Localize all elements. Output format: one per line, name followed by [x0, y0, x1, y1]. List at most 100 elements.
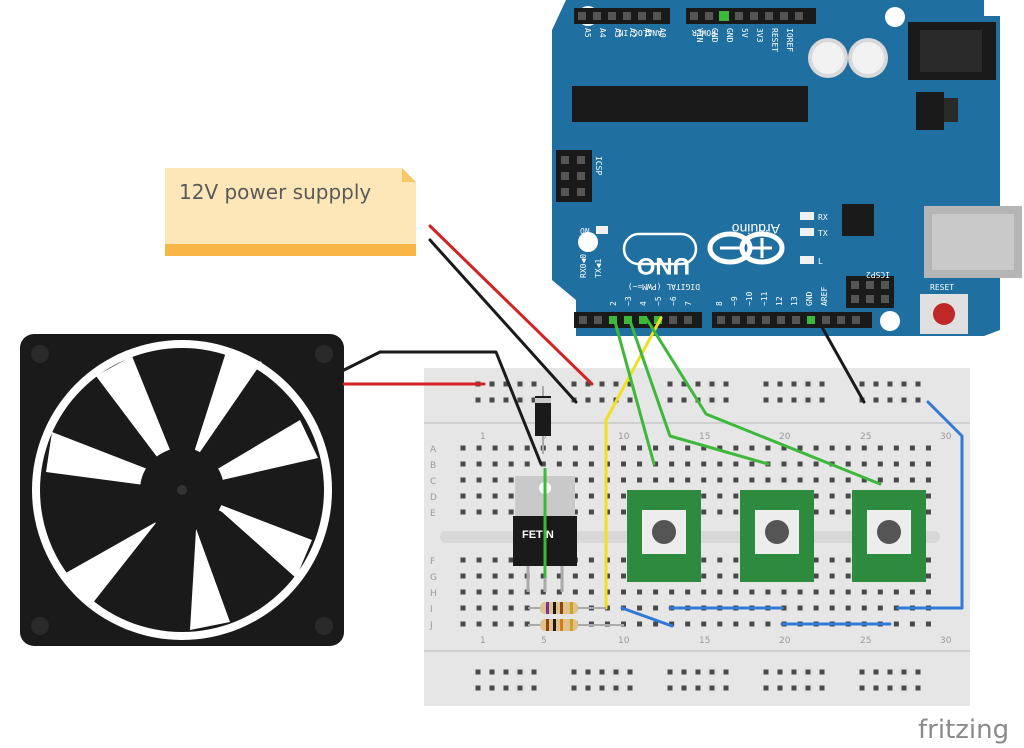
col-num-top-15: 15: [699, 432, 710, 442]
breadboard-hole: [717, 493, 723, 499]
pin-d2: 2: [609, 301, 618, 306]
breadboard-hole: [621, 573, 626, 579]
breadboard-hole: [460, 589, 466, 595]
col-num-bottom-30: 30: [940, 636, 952, 646]
row-letter-i: I: [430, 605, 433, 615]
breadboard-hole: [476, 461, 482, 467]
breadboard-hole: [531, 685, 537, 691]
pin-a2: A2: [628, 28, 637, 38]
row-letter-h: H: [430, 589, 437, 599]
breadboard-hole: [909, 445, 915, 451]
breadboard-hole: [887, 381, 893, 387]
row-letter-c: C: [430, 477, 436, 487]
push-button-3[interactable]: [852, 490, 926, 582]
breadboard-hole: [845, 573, 851, 579]
breadboard-hole: [829, 605, 835, 611]
breadboard-hole: [701, 573, 707, 579]
rx-label: RX: [818, 213, 828, 222]
breadboard-hole: [585, 381, 591, 387]
pin-aref: AREF: [820, 287, 829, 306]
breadboard-hole: [813, 445, 819, 451]
pin-d12: 12: [775, 296, 784, 306]
breadboard-hole: [492, 493, 498, 499]
wire-yellow-signal[interactable]: [604, 316, 663, 610]
breadboard-hole: [613, 669, 619, 675]
breadboard-hole: [813, 477, 819, 483]
breadboard-hole: [925, 509, 931, 515]
wire-supply-red[interactable]: [428, 224, 594, 386]
breadboard-hole: [791, 397, 797, 403]
pin-d0: RX0◀0: [579, 254, 588, 278]
breadboard-hole: [829, 477, 835, 483]
breadboard-hole: [476, 509, 482, 515]
breadboard-hole: [845, 557, 851, 563]
breadboard-hole: [621, 461, 626, 467]
row-letter-j: J: [429, 621, 433, 631]
breadboard-hole: [797, 461, 803, 467]
col-num-bottom-5: 5: [541, 636, 547, 646]
breadboard-hole: [524, 461, 530, 467]
breadboard-hole: [460, 477, 466, 483]
wire-green-button2[interactable]: [627, 316, 770, 466]
breadboard-hole: [819, 381, 825, 387]
breadboard-hole: [925, 493, 931, 499]
pin-d4: 4: [639, 301, 648, 306]
wire-blue-gnd[interactable]: [896, 400, 964, 610]
wire-green-button1[interactable]: [612, 316, 656, 466]
breadboard-hole: [723, 669, 729, 675]
breadboard-hole: [524, 445, 530, 451]
breadboard-hole: [531, 397, 537, 403]
breadboard-hole: [621, 509, 626, 515]
wire-blue-3[interactable]: [620, 606, 674, 628]
push-button-1[interactable]: [627, 490, 701, 582]
power-label: POWER: [692, 28, 716, 37]
breadboard-hole: [489, 669, 495, 675]
col-num-top-1: 1: [480, 432, 486, 442]
breadboard-hole: [613, 685, 619, 691]
push-button-2[interactable]: [740, 490, 814, 582]
breadboard-hole: [637, 605, 643, 611]
breadboard-hole: [489, 381, 495, 387]
pin-d8: 8: [715, 301, 724, 306]
breadboard-hole: [859, 381, 865, 387]
breadboard-hole: [572, 477, 578, 483]
breadboard-hole: [701, 589, 707, 595]
icsp2-label: ICSP2: [866, 270, 890, 279]
wire-fan-black[interactable]: [342, 350, 543, 466]
breadboard-hole: [572, 573, 578, 579]
breadboard-hole: [599, 381, 605, 387]
breadboard-hole: [475, 685, 481, 691]
breadboard-hole: [669, 589, 675, 595]
breadboard-hole: [723, 397, 729, 403]
breadboard-hole: [701, 621, 707, 627]
resistor-2: [528, 619, 624, 631]
breadboard-hole: [845, 589, 851, 595]
breadboard-hole: [819, 685, 825, 691]
breadboard-hole: [873, 685, 879, 691]
breadboard-hole: [733, 445, 739, 451]
breadboard-hole: [805, 381, 811, 387]
pin-d3: ~3: [624, 296, 633, 306]
breadboard-hole: [531, 669, 537, 675]
breadboard-hole: [901, 669, 907, 675]
breadboard-hole: [508, 573, 514, 579]
breadboard-hole: [797, 589, 803, 595]
row-letter-a: A: [430, 445, 437, 455]
breadboard-hole: [460, 445, 466, 451]
breadboard-hole: [667, 669, 673, 675]
breadboard-hole: [681, 397, 687, 403]
breadboard-hole: [556, 445, 562, 451]
breadboard-hole: [627, 397, 633, 403]
col-num-top-30: 30: [940, 432, 952, 442]
breadboard-hole: [653, 445, 659, 451]
breadboard-hole: [765, 589, 771, 595]
breadboard-hole: [781, 589, 787, 595]
wire-green-button3[interactable]: [644, 316, 882, 486]
wire-supply-black[interactable]: [428, 238, 578, 404]
reset-button-cap[interactable]: [933, 303, 955, 325]
wire-gnd-black[interactable]: [816, 318, 866, 404]
breadboard-hole: [475, 669, 481, 675]
breadboard-hole: [508, 621, 514, 627]
breadboard-hole: [701, 477, 707, 483]
pin-3v3: 3V3: [755, 28, 764, 43]
